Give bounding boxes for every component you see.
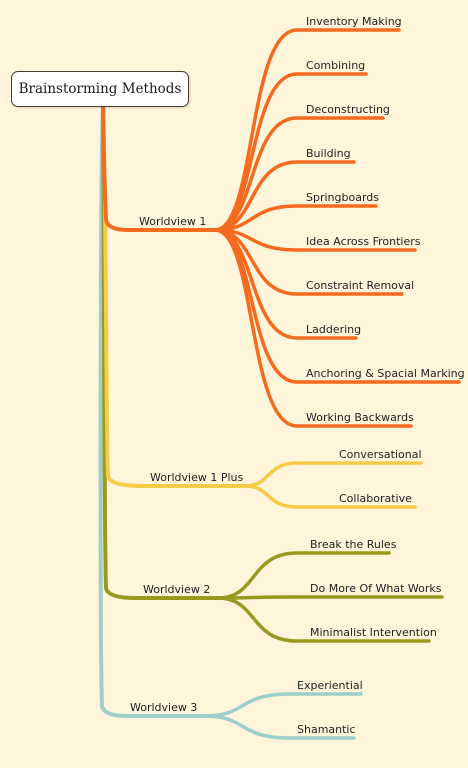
branch-4-trunk [98,105,207,718]
child-node-1-9[interactable]: Anchoring & Spacial Marking [306,367,465,380]
branch-1-link-3 [213,116,385,232]
branch-node-2[interactable]: Worldview 1 Plus [150,471,244,484]
root-node[interactable]: Brainstorming Methods [11,71,189,107]
child-node-1-1[interactable]: Inventory Making [306,15,402,28]
root-node-label: Brainstorming Methods [18,81,182,97]
child-node-4-2[interactable]: Shamantic [297,723,356,736]
child-node-1-6[interactable]: Idea Across Frontiers [306,235,421,248]
child-node-1-4[interactable]: Building [306,147,351,160]
child-node-1-7[interactable]: Constraint Removal [306,279,415,292]
child-node-1-2[interactable]: Combining [306,59,366,72]
branch-2-link-1 [243,461,423,488]
branch-4-link-2 [203,714,356,740]
branch-node-1[interactable]: Worldview 1 [139,215,207,228]
branch-3-trunk [101,105,220,600]
branch-3-link-2 [216,595,444,600]
child-node-1-8[interactable]: Laddering [306,323,362,336]
child-node-2-2[interactable]: Collaborative [339,492,412,505]
branch-node-4[interactable]: Worldview 3 [130,701,198,714]
child-node-1-3[interactable]: Deconstructing [306,103,390,116]
child-node-1-5[interactable]: Springboards [306,191,379,204]
branch-1-link-10 [213,228,413,428]
child-node-3-2[interactable]: Do More Of What Works [310,582,442,595]
branch-1-link-4 [213,160,356,232]
branch-1-link-5 [213,204,378,232]
branch-2-trunk [101,105,247,488]
child-node-4-1[interactable]: Experiential [297,679,363,692]
child-node-1-10[interactable]: Working Backwards [306,411,414,424]
child-node-3-1[interactable]: Break the Rules [310,538,397,551]
branch-1-link-9 [213,228,461,384]
branch-3-link-3 [216,596,431,643]
branch-node-3[interactable]: Worldview 2 [143,583,211,596]
branch-2-link-2 [243,484,417,509]
branch-4-link-1 [203,692,363,718]
child-node-2-1[interactable]: Conversational [339,448,422,461]
child-node-3-3[interactable]: Minimalist Intervention [310,626,437,639]
branch-1-trunk [101,105,217,232]
branch-3-link-1 [216,551,391,600]
